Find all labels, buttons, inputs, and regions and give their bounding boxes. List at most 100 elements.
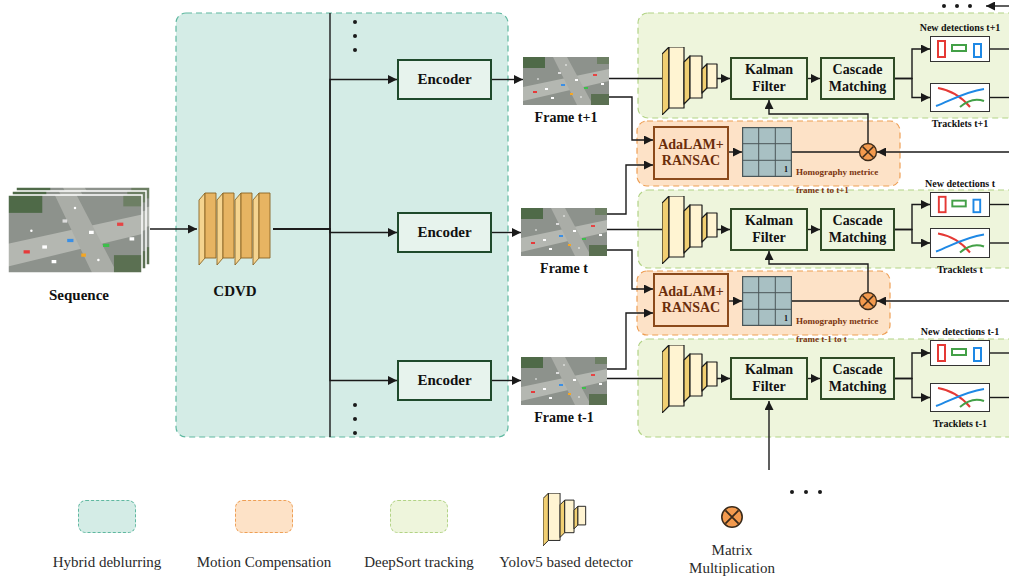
connector [729,300,742,301]
frame-image [523,57,609,105]
cdvd-stack [199,193,270,265]
caption-label: Tracklets t-1 [933,418,987,429]
encoder-box: Encoder [397,212,492,253]
region-band [638,190,1009,268]
legend-label: Yolov5 based detector [499,554,632,570]
tracklet-icon [930,383,990,412]
connector [729,151,742,152]
multiply-symbol [722,507,742,527]
matrix-label: Homography metrice frame t to t+1 [796,167,878,195]
caption-label: New detections t+1 [920,22,1001,33]
cdvd-stack [199,193,205,265]
sequence-images [8,195,142,273]
encoder-box: Encoder [397,360,492,401]
connector [895,379,930,398]
wire [990,397,1009,398]
process-box: Cascade Matching [820,208,895,251]
wire [990,97,1009,98]
wire [877,151,1009,152]
label-holder: CDVD [213,282,256,300]
homography-matrix [742,276,792,326]
box-label: Kalman Filter [735,62,803,94]
result-box: Tracklets t [930,228,990,258]
detector-icon [662,47,717,115]
legend-label: Motion Compensation [197,554,332,570]
region-band [638,13,1009,118]
matrix-box: 1Homography metrice frame t-1 to t [742,276,792,326]
detection-icon [930,340,990,366]
box-label: Kalman Filter [735,362,803,394]
label-holder: New detections t [925,173,995,191]
tracklet-icon [930,83,990,112]
continuation-dots [968,4,972,8]
connector [492,79,523,80]
cdvd-stack [241,193,252,258]
detector-icon [662,196,717,264]
cdvd-stack [235,193,241,265]
connector [769,100,868,152]
detector-icon [662,345,717,413]
caption-label: Tracklets t+1 [932,118,988,129]
caption-label: New detections t-1 [921,326,999,337]
legend-label: Matrix Multiplication [689,542,775,576]
wire [990,204,1009,205]
wire [990,48,1009,49]
connector [273,80,397,230]
legend-label: Hybrid deblurring [53,554,162,570]
connector [607,165,653,214]
continuation-dots [955,4,959,8]
result-box: New detections t-1 [930,340,990,366]
connector [609,97,653,140]
legend-swatch [78,500,136,533]
sequence-images [8,195,142,273]
label-holder: Matrix Multiplication [686,541,778,578]
connector [808,229,820,230]
label-holder: DeepSort tracking [364,553,474,571]
cdvd-stack [253,193,259,265]
result-box: Tracklets t+1 [930,83,990,112]
matrix-entry: 1 [784,165,788,174]
label-holder: 1 [784,307,788,325]
label-holder: Frame t-1 [534,408,593,426]
process-box: Cascade Matching [820,357,895,400]
connector [607,250,653,289]
continuation-dots [804,490,808,494]
result-box: New detections t [930,192,990,217]
connector [895,353,930,379]
continuation-dots [353,403,357,407]
caption-label: Frame t [540,261,588,276]
detection-icon [931,192,989,217]
multiply-symbol [860,293,877,310]
label-holder: 1 [784,158,788,176]
result-box: New detections t+1 [930,36,990,62]
encoder-box: Encoder [397,59,492,100]
wire [986,5,1009,6]
detector-icon [543,493,586,546]
matrix-box: 1Homography metrice frame t to t+1 [742,127,792,177]
homography-matrix [742,127,792,177]
region-band [176,13,1009,437]
connector [492,380,521,381]
image-node: Frame t-1 [521,357,607,405]
box-label: AdaLAM+ RANSAC [658,284,724,316]
connector [769,251,868,301]
box-label: Encoder [417,224,471,241]
cdvd-stack [205,193,216,258]
box-label: Kalman Filter [735,213,803,245]
connector [808,78,820,79]
network-block: CDVD [197,192,273,266]
process-box: AdaLAM+ RANSAC [653,273,729,327]
connector [492,232,521,233]
label-holder: Motion Compensation [197,553,332,571]
process-box: Kalman Filter [730,208,808,251]
label-holder: Frame t [540,259,588,277]
detection-icon [930,36,990,62]
connector [895,79,930,98]
frame-image [521,357,607,405]
process-box: Kalman Filter [730,57,808,100]
region-band [638,339,1009,437]
connector [895,230,930,244]
label-holder: Hybrid deblurring [53,553,162,571]
